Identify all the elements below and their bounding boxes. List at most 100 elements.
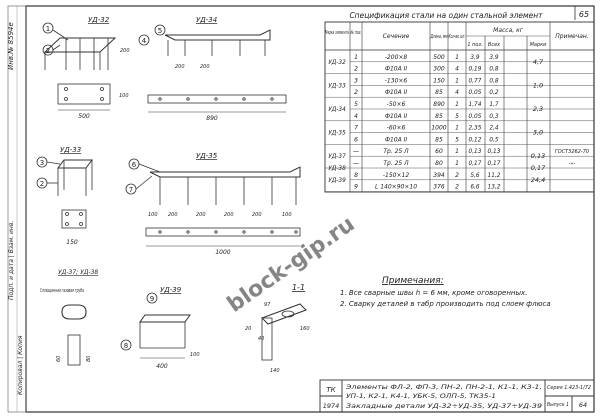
spec-cell-mark: УД-39 — [328, 178, 346, 184]
drawing-ud39: УД-39 8 9 400 100 — [120, 286, 200, 370]
hdr-pos: № поз. — [350, 30, 362, 36]
spec-cell-section: -130×6 — [385, 77, 408, 84]
tb-sheet: 64 — [579, 401, 587, 409]
svg-text:7: 7 — [129, 186, 133, 194]
svg-text:4: 4 — [142, 37, 147, 45]
section-dim-40: 40 — [258, 336, 264, 342]
spec-cell-pos: 3 — [354, 77, 358, 84]
spec-cell-note: ГОСТ3262-70 — [555, 149, 589, 155]
svg-text:6: 6 — [132, 161, 137, 169]
spec-cell-section: Ф10А II — [385, 89, 408, 96]
spec-cell-qty: 4 — [455, 89, 459, 96]
spec-cell-m1: 0,19 — [469, 67, 482, 73]
svg-text:9: 9 — [150, 295, 154, 303]
spec-cell-qty: 2 — [455, 172, 459, 179]
hdr-section: Сечение — [383, 33, 410, 40]
drawing-ud33: УД-33 3 2 150 — [36, 146, 93, 246]
spec-cell-mall: 13,2 — [488, 185, 501, 191]
ud34-dim-a: 200 — [175, 64, 185, 70]
spec-cell-mark: УД-33 — [328, 83, 346, 89]
spec-cell-qty: 1 — [455, 101, 459, 108]
ud35-label: УД-35 — [196, 152, 218, 160]
spec-cell-pos: 9 — [354, 184, 358, 191]
spec-cell-mmark: 4,7 — [533, 58, 544, 66]
ud35-dim-3: 200 — [196, 212, 206, 218]
spec-cell-m1: 0,05 — [469, 90, 482, 96]
ud32-dim-200: 200 — [120, 48, 130, 54]
spec-cell-mmark: 0,17 — [531, 164, 546, 172]
spec-cell-mark: УД-32 — [328, 60, 346, 66]
tb-line3: Закладные детали УД-32÷УД-35, УД-37÷УД-3… — [346, 403, 542, 410]
tb-line2: УП-1, К2-1, К4-1, УБК-5, ОЛП-5, ТК35-1 — [346, 393, 496, 400]
spec-cell-section: Ф10А II — [385, 136, 408, 143]
spec-cell-mark: УД-35 — [328, 131, 346, 137]
spec-cell-qty: 1 — [455, 148, 459, 155]
ud39-dim-100: 100 — [190, 352, 200, 358]
drawing-ud35: УД-35 6 7 100 200 200 200 200 100 1000 — [125, 152, 301, 256]
spec-cell-mmark: 3,0 — [533, 129, 543, 137]
spec-cell-length: 85 — [435, 136, 443, 143]
tb-line1: Элементы ФЛ-2, ФП-3, ПН-2, ПН-2-1, К1-1,… — [345, 384, 542, 391]
hdr-mass-all: Всех — [488, 42, 500, 48]
spec-cell-m1: 3,9 — [470, 55, 480, 61]
spec-cell-section: -60×6 — [387, 125, 406, 132]
spec-cell-length: 1000 — [431, 125, 446, 132]
ud32-dim-500: 500 — [78, 113, 90, 120]
hdr-mass-mark: Марки — [530, 42, 548, 48]
spec-cell-section: Тр. 25 Л — [383, 148, 409, 155]
spec-cell-length: 500 — [433, 54, 445, 61]
ud33-label: УД-33 — [60, 146, 81, 154]
spec-cell-length: 890 — [433, 101, 445, 108]
ud3738-dim-60: 60 — [56, 356, 62, 362]
svg-text:2: 2 — [46, 47, 50, 55]
spec-cell-m1: 6,6 — [470, 185, 480, 191]
section-dim-160: 160 — [300, 326, 310, 332]
section-dim-140: 140 — [270, 368, 280, 374]
spec-cell-section: -150×12 — [383, 172, 409, 179]
spec-cell-section: Тр. 25 Л — [383, 160, 409, 167]
spec-cell-section: -50×6 — [387, 101, 406, 108]
spec-cell-m1: 2,35 — [469, 126, 482, 132]
margin-bottom-text: Копировал | Копия — [17, 335, 24, 395]
hdr-mass: Масса, кг — [493, 27, 524, 34]
spec-cell-pos: 2 — [354, 89, 358, 96]
note-1: 1. Все сварные швы h = 6 мм, кроме огово… — [340, 289, 527, 297]
ud34-dim-b: 200 — [200, 64, 210, 70]
spec-cell-pos: 8 — [354, 172, 358, 179]
spec-cell-mall: 0,3 — [489, 114, 499, 120]
hdr-mark: Марка элемента — [325, 30, 349, 36]
spec-cell-mall: 1,7 — [489, 102, 499, 108]
tb-series: Серия 1.423-1/72 — [547, 385, 591, 391]
ud39-label: УД-39 — [160, 286, 182, 294]
hdr-qty: Кол-во шт. — [449, 34, 466, 40]
spec-cell-mall: 0,8 — [489, 67, 499, 73]
spec-cell-m1: 0,17 — [469, 161, 482, 167]
spec-cell-mark: УД-38 — [328, 166, 346, 172]
spec-cell-mall: 0,2 — [489, 90, 499, 96]
tb-issue: Выпуск 1 — [547, 402, 569, 408]
spec-cell-qty: 1 — [455, 160, 459, 167]
spec-cell-qty: 4 — [455, 66, 459, 73]
spec-cell-m1: 0,13 — [469, 149, 482, 155]
spec-cell-pos: 1 — [354, 54, 358, 61]
spec-cell-length: 85 — [435, 89, 443, 96]
section-label: 1-1 — [292, 283, 305, 292]
spec-cell-pos: 7 — [354, 125, 358, 132]
ud3738-sub: Сплющенная газовая труба — [40, 288, 84, 294]
spec-cell-qty: 1 — [455, 125, 459, 132]
margin-top-text: Инв.№ 8594е — [7, 22, 15, 70]
spec-cell-length: 394 — [433, 172, 445, 179]
spec-cell-m1: 5,6 — [470, 173, 480, 179]
drawing-ud32: УД-32 1 2 500 100 200 — [42, 16, 130, 120]
ud32-dim-100: 100 — [119, 93, 129, 99]
ud3738-label: УД-37; УД-38 — [58, 269, 98, 276]
ud35-dim-4: 200 — [224, 212, 234, 218]
ud35-dim-2: 200 — [168, 212, 178, 218]
svg-text:3: 3 — [40, 159, 44, 167]
spec-cell-qty: 1 — [455, 77, 459, 84]
notes-title: Примечания: — [382, 276, 444, 286]
spec-cell-m1: 0,77 — [469, 78, 482, 84]
drawing-ud37-38: УД-37; УД-38 Сплющенная газовая труба 60… — [40, 269, 98, 366]
